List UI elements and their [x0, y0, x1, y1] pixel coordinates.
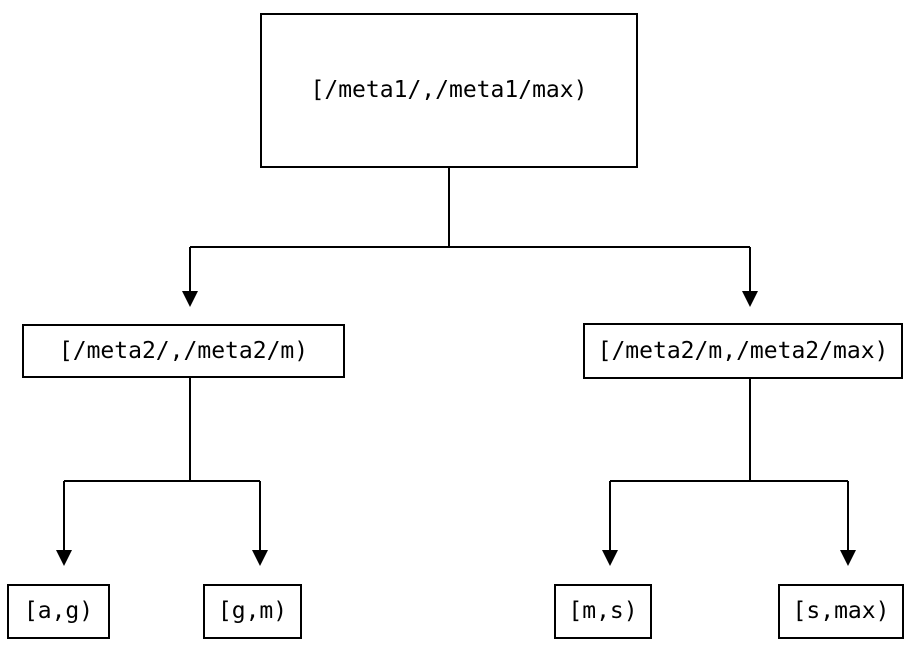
edge-mid-right-to-children — [609, 379, 849, 551]
arrowhead-to-mid-right-icon — [742, 291, 758, 307]
node-leaf-ms: [m,s) — [554, 584, 652, 639]
node-leaf-ag-label: [a,g) — [23, 598, 94, 624]
arrowhead-to-leaf-ag-icon — [56, 550, 72, 566]
arrowhead-to-leaf-ms-icon — [602, 550, 618, 566]
arrowhead-to-leaf-smax-icon — [840, 550, 856, 566]
node-leaf-ag: [a,g) — [7, 584, 110, 639]
node-mid-left-label: [/meta2/,/meta2/m) — [58, 337, 309, 364]
node-leaf-gm-label: [g,m) — [217, 598, 288, 624]
node-mid-right: [/meta2/m,/meta2/max) — [583, 323, 903, 379]
node-leaf-smax-label: [s,max) — [792, 598, 890, 624]
arrowhead-to-mid-left-icon — [182, 291, 198, 307]
node-leaf-ms-label: [m,s) — [568, 598, 638, 624]
node-root: [/meta1/,/meta1/max) — [260, 13, 638, 168]
node-mid-right-label: [/meta2/m,/meta2/max) — [597, 337, 889, 364]
node-leaf-gm: [g,m) — [203, 584, 302, 639]
edge-mid-left-to-children — [63, 378, 261, 551]
node-mid-left: [/meta2/,/meta2/m) — [22, 324, 345, 378]
node-root-label: [/meta1/,/meta1/max) — [310, 77, 588, 103]
arrowhead-to-leaf-gm-icon — [252, 550, 268, 566]
edge-root-to-children — [189, 168, 751, 292]
node-leaf-smax: [s,max) — [778, 584, 904, 639]
